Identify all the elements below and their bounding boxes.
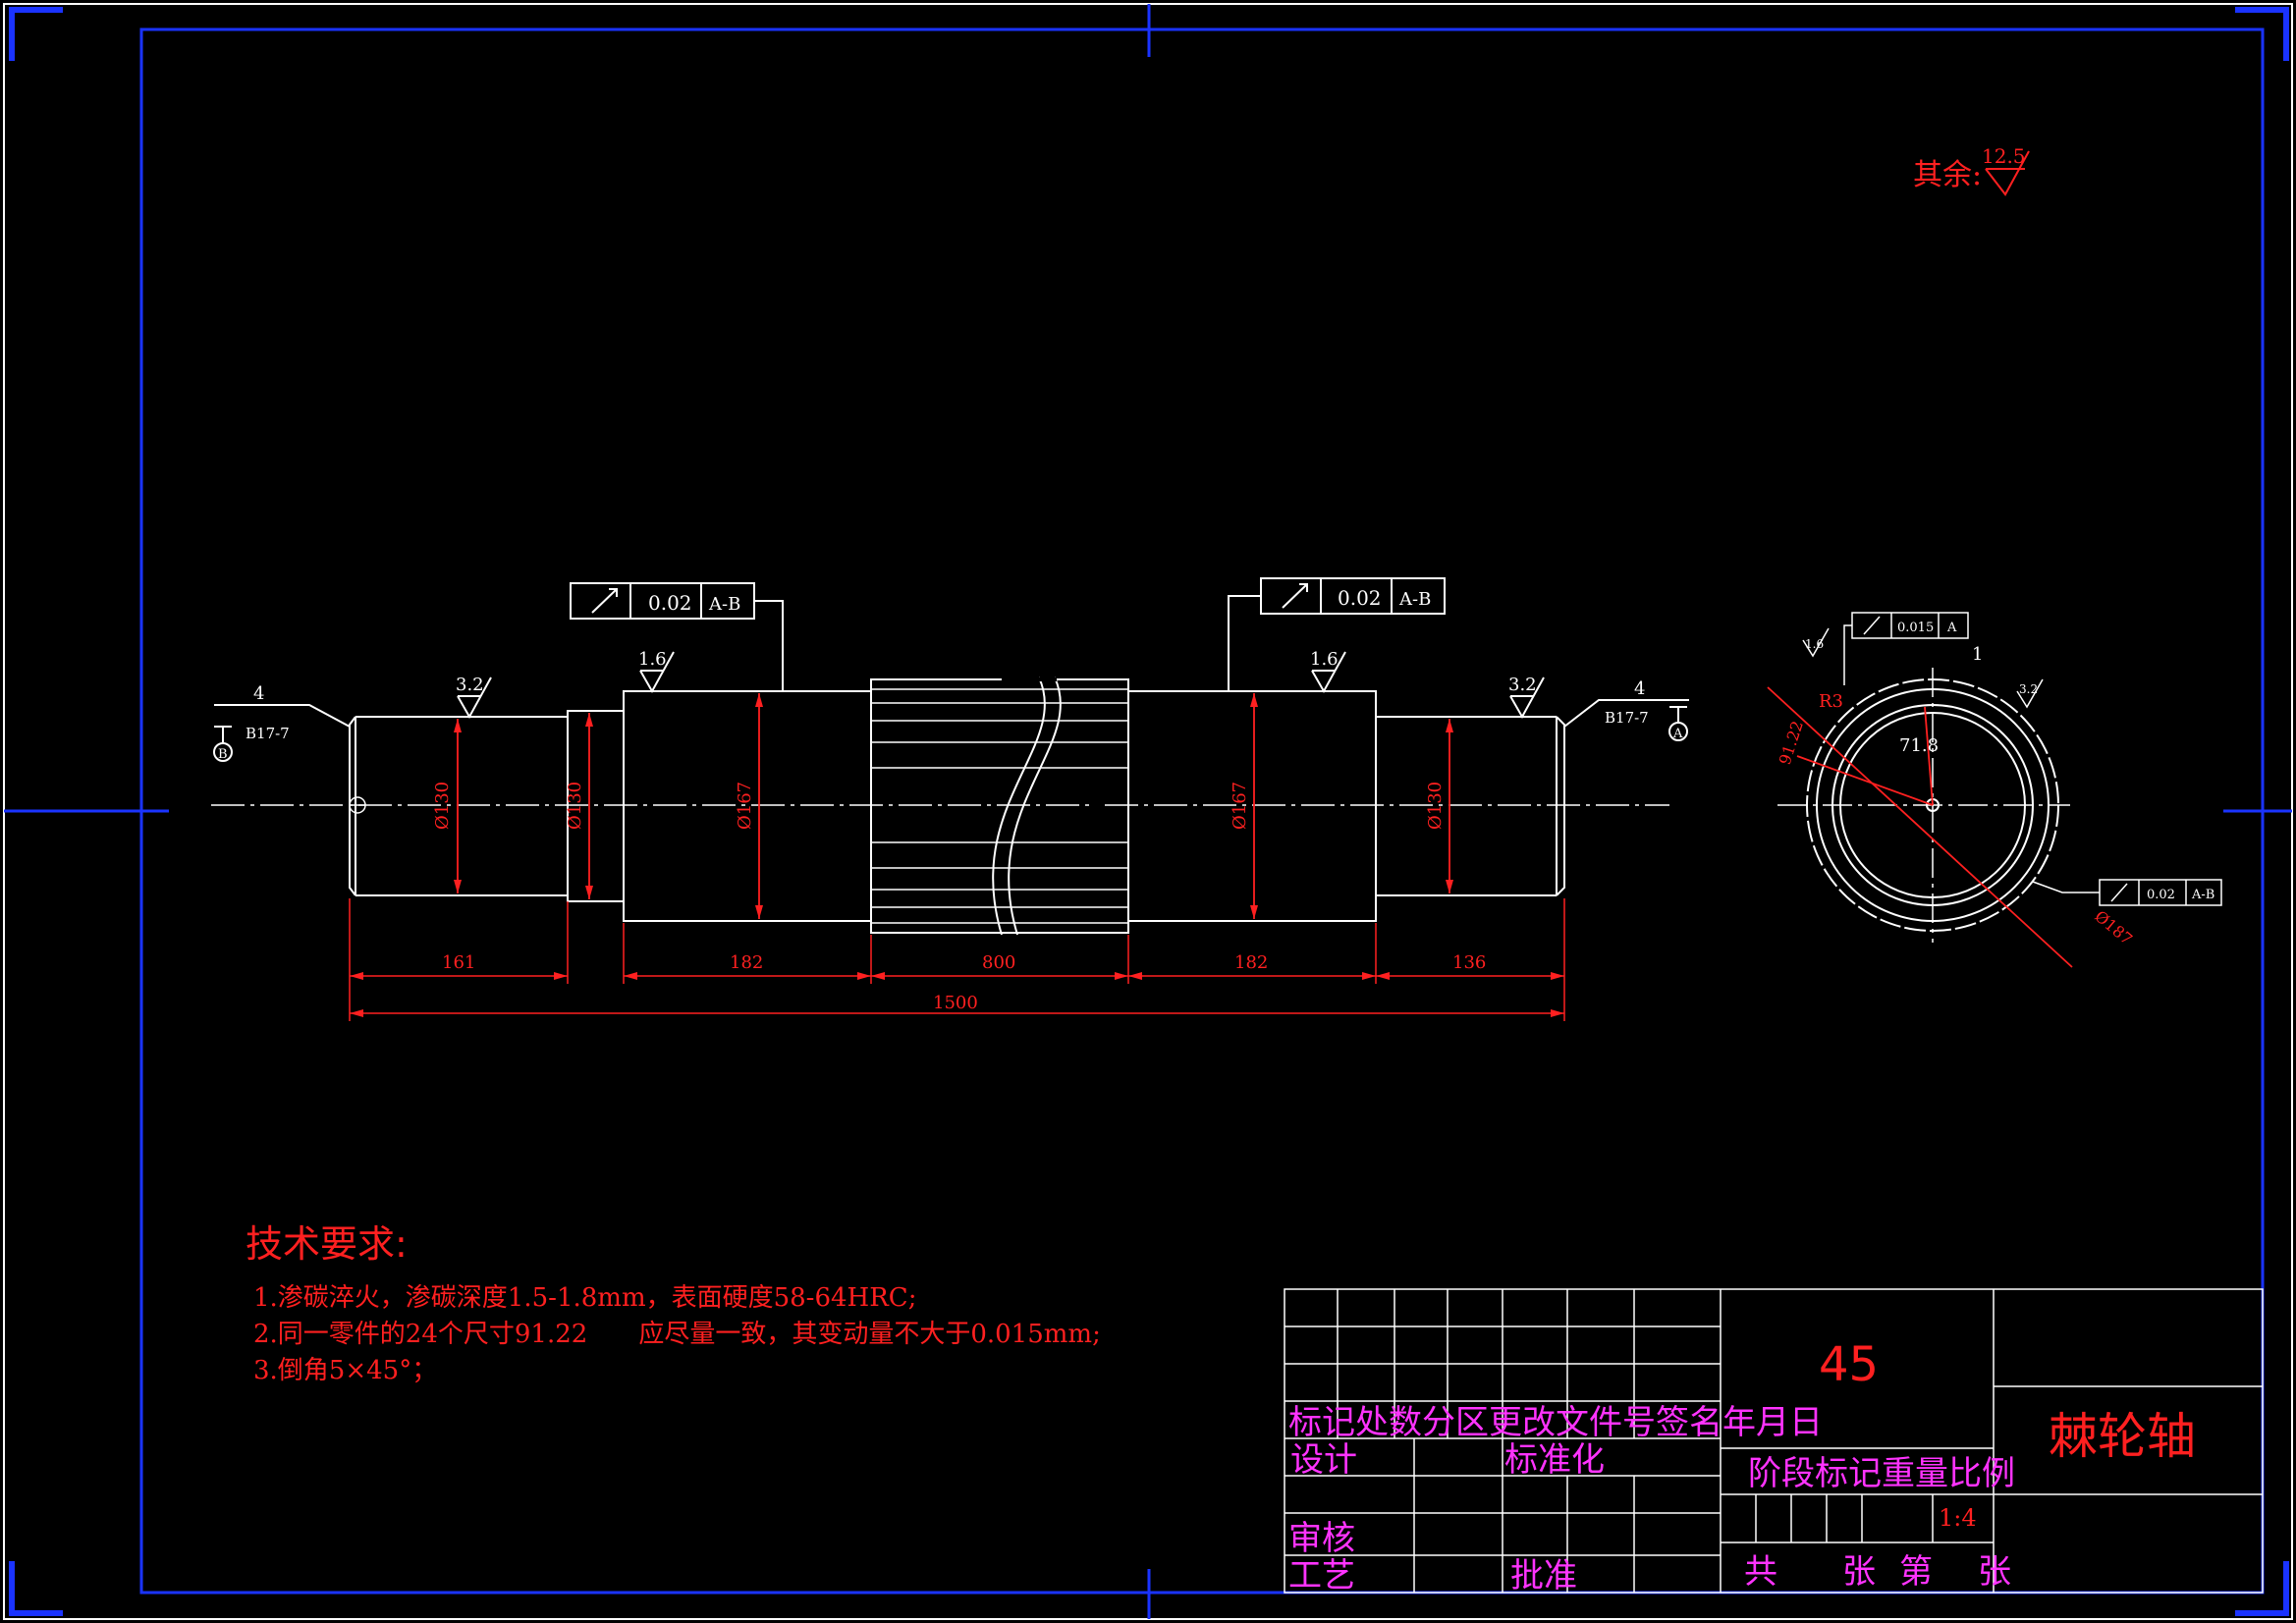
total-length-label: 1500 bbox=[933, 993, 978, 1013]
reviewer-label: 审核 bbox=[1288, 1519, 1355, 1558]
runout-frame-left: 0.02 A-B bbox=[570, 582, 784, 691]
sheet-unit-label: 张 bbox=[1842, 1552, 1876, 1592]
approver-label: 批准 bbox=[1510, 1556, 1577, 1596]
section-roughness-right: 3.2 bbox=[2019, 682, 2038, 696]
section-pitch-label: 1 bbox=[1972, 644, 1983, 665]
sheet-total-label: 共 bbox=[1744, 1552, 1777, 1592]
diameter-label: Ø130 bbox=[432, 782, 453, 830]
roughness-label: 1.6 bbox=[1310, 649, 1339, 670]
section-tolerance-top-value: 0.015 bbox=[1897, 621, 1934, 635]
gear-teeth bbox=[871, 688, 1128, 924]
diameter-label: Ø167 bbox=[735, 782, 755, 830]
chamfer-label: 4 bbox=[253, 683, 264, 704]
section-roughness-top: 1.6 bbox=[1805, 637, 1824, 651]
diameter-label: Ø130 bbox=[565, 782, 585, 830]
scale-value: 1:4 bbox=[1939, 1504, 1977, 1532]
section-tolerance-top-datum: A bbox=[1946, 621, 1957, 635]
diameter-dimension-lines bbox=[457, 693, 1450, 919]
tech-req-item: 1.渗碳淬火，渗碳深度1.5-1.8mm，表面硬度58-64HRC; bbox=[253, 1283, 916, 1313]
diameter-arrows bbox=[454, 693, 1453, 919]
roughness-label: 3.2 bbox=[456, 675, 484, 695]
technical-requirements: 技术要求: 1.渗碳淬火，渗碳深度1.5-1.8mm，表面硬度58-64HRC;… bbox=[246, 1222, 1101, 1385]
surface-roughness-note: 其余: 12.5 bbox=[1913, 144, 2030, 196]
roughness-label: 1.6 bbox=[638, 649, 667, 670]
length-label: 800 bbox=[982, 952, 1015, 973]
runout-left-value: 0.02 bbox=[648, 591, 692, 615]
stage-weight-scale-label: 阶段标记重量比例 bbox=[1748, 1454, 2015, 1493]
length-label: 161 bbox=[442, 952, 475, 973]
section-inner-dim: 91.22 bbox=[1776, 719, 1807, 767]
length-dimension-lines bbox=[349, 898, 1565, 1021]
shaft-outline bbox=[349, 678, 1565, 934]
length-label: 182 bbox=[730, 952, 763, 973]
title-block-header-row: 标记处数分区更改文件号签名年月日 bbox=[1288, 1403, 1823, 1442]
section-radius-label: R3 bbox=[1819, 691, 1843, 712]
runout-left-datum: A-B bbox=[708, 594, 740, 615]
section-tolerance-right-value: 0.02 bbox=[2147, 888, 2175, 902]
sheet-border bbox=[3, 3, 2293, 1620]
tech-req-item: 3.倒角5×45°； bbox=[253, 1356, 437, 1385]
roughness-symbols bbox=[457, 651, 1545, 720]
section-tolerance-right-datum: A-B bbox=[2191, 888, 2214, 902]
tech-req-item: 2.同一零件的24个尺寸91.22 应尽量一致，其变动量不大于0.015mm; bbox=[253, 1320, 1101, 1349]
length-label: 182 bbox=[1234, 952, 1268, 973]
diameter-label: Ø130 bbox=[1425, 782, 1446, 830]
length-arrows bbox=[350, 972, 1564, 1017]
standardization-label: 标准化 bbox=[1504, 1440, 1605, 1480]
section-depth-label: 71.8 bbox=[1899, 735, 1939, 756]
length-label: 136 bbox=[1452, 952, 1486, 973]
shaft-main-view: 0.02 A-B 0.02 A-B 3.2 1.6 1.6 3.2 bbox=[211, 577, 1689, 1021]
sheet-number-label: 第 bbox=[1899, 1552, 1933, 1592]
part-name: 棘轮轴 bbox=[2049, 1408, 2196, 1465]
chamfer-label: 4 bbox=[1634, 678, 1645, 699]
shaft-section-view: R3 71.8 1 91.22 Ø187 1.6 3.2 0.015 A 0.0… bbox=[1767, 612, 2222, 968]
title-block: 45 棘轮轴 标记处数分区更改文件号签名年月日 设计 标准化 审核 工艺 批准 … bbox=[1284, 1288, 2264, 1596]
chamfer-leaders bbox=[213, 699, 1689, 762]
center-hole-label: B17-7 bbox=[1605, 709, 1649, 727]
center-hole-label: B17-7 bbox=[246, 725, 290, 742]
runout-frame-right: 0.02 A-B bbox=[1228, 577, 1446, 691]
runout-right-datum: A-B bbox=[1398, 589, 1431, 610]
runout-right-value: 0.02 bbox=[1338, 586, 1382, 610]
section-outer-dim: Ø187 bbox=[2091, 907, 2136, 949]
surface-note-value: 12.5 bbox=[1982, 144, 2026, 168]
process-label: 工艺 bbox=[1288, 1556, 1355, 1596]
title-block-grid bbox=[1284, 1288, 2264, 1594]
material-label: 45 bbox=[1819, 1337, 1879, 1392]
datum-label-a: A bbox=[1672, 727, 1683, 741]
designer-label: 设计 bbox=[1290, 1440, 1357, 1480]
diameter-label: Ø167 bbox=[1230, 782, 1250, 830]
roughness-label: 3.2 bbox=[1508, 675, 1537, 695]
datum-label-b: B bbox=[218, 747, 228, 762]
surface-note-label: 其余: bbox=[1913, 158, 1982, 192]
sheet-unit-label: 张 bbox=[1978, 1552, 2011, 1592]
tech-req-title: 技术要求: bbox=[246, 1222, 408, 1266]
